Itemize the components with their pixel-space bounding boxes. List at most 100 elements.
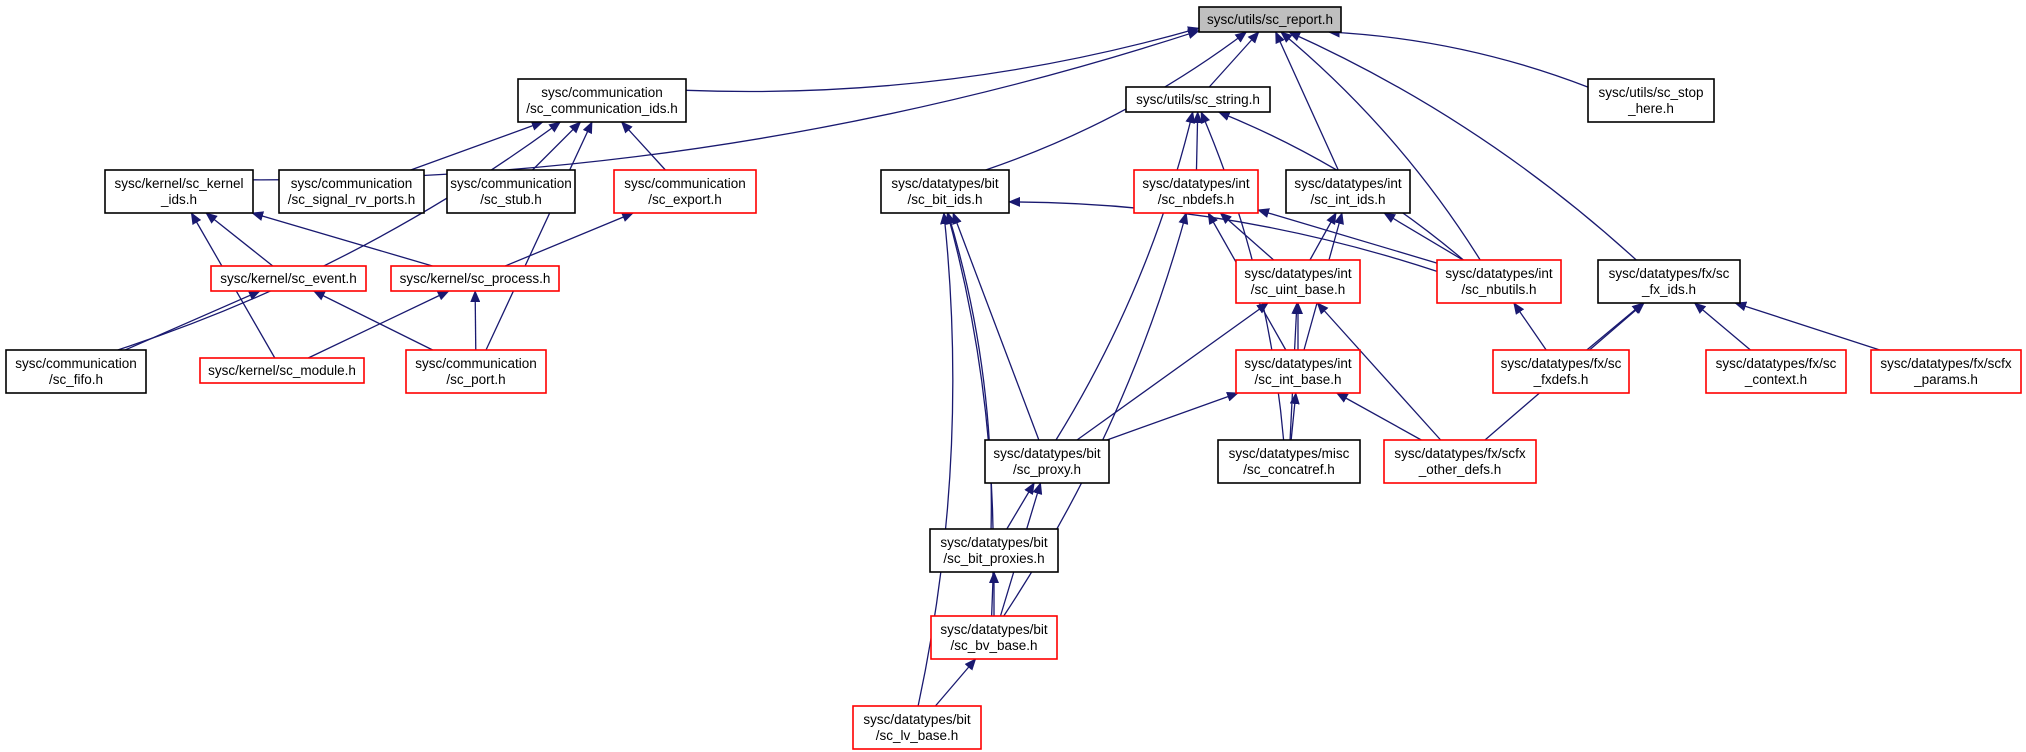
node-sc_stub[interactable]: sysc/communication/sc_stub.h xyxy=(446,169,576,214)
edge-sc_export-to-sc_communication_ids xyxy=(620,121,666,171)
node-label-sc_fifo-0: sysc/communication xyxy=(15,356,137,371)
node-box-sc_bv_base[interactable] xyxy=(930,615,1058,660)
node-box-sc_communication_ids[interactable] xyxy=(517,78,687,123)
node-box-sc_int_base[interactable] xyxy=(1235,349,1361,394)
node-label-sc_module-0: sysc/kernel/sc_module.h xyxy=(208,363,356,378)
node-box-sc_report[interactable] xyxy=(1198,6,1342,33)
node-sc_module[interactable]: sysc/kernel/sc_module.h xyxy=(199,357,365,384)
node-label-sc_stub-1: /sc_stub.h xyxy=(480,192,542,207)
edge-sc_process-to-sc_kernel_ids xyxy=(251,211,433,267)
node-label-sc_kernel_ids-0: sysc/kernel/sc_kernel xyxy=(114,176,243,191)
node-sc_process[interactable]: sysc/kernel/sc_process.h xyxy=(390,265,560,292)
node-label-sc_nbutils-0: sysc/datatypes/int xyxy=(1445,266,1553,281)
node-box-sc_stub[interactable] xyxy=(446,169,576,214)
node-sc_fxdefs[interactable]: sysc/datatypes/fx/sc_fxdefs.h xyxy=(1492,349,1630,394)
node-label-sc_communication_ids-1: /sc_communication_ids.h xyxy=(526,101,678,116)
node-label-sc_int_ids-0: sysc/datatypes/int xyxy=(1294,176,1402,191)
node-sc_string[interactable]: sysc/utils/sc_string.h xyxy=(1125,86,1271,113)
nodes-layer: sysc/utils/sc_report.h sysc/communication… xyxy=(5,6,2022,750)
node-sc_fifo[interactable]: sysc/communication/sc_fifo.h xyxy=(5,349,147,394)
node-sc_context[interactable]: sysc/datatypes/fx/sc_context.h xyxy=(1705,349,1847,394)
node-sc_int_base[interactable]: sysc/datatypes/int/sc_int_base.h xyxy=(1235,349,1361,394)
node-sc_nbdefs[interactable]: sysc/datatypes/int/sc_nbdefs.h xyxy=(1133,169,1259,214)
node-box-sc_port[interactable] xyxy=(405,349,547,394)
node-label-sc_proxy-1: /sc_proxy.h xyxy=(1013,462,1081,477)
node-box-scfx_params[interactable] xyxy=(1870,349,2022,394)
edge-sc_fx_ids-to-sc_report xyxy=(1288,31,1637,261)
node-box-sc_export[interactable] xyxy=(613,169,757,214)
node-box-scfx_other_defs[interactable] xyxy=(1383,439,1537,484)
node-box-sc_module[interactable] xyxy=(199,357,365,384)
node-sc_export[interactable]: sysc/communication/sc_export.h xyxy=(613,169,757,214)
node-box-sc_proxy[interactable] xyxy=(984,439,1110,484)
node-label-sc_export-0: sysc/communication xyxy=(624,176,746,191)
node-sc_port[interactable]: sysc/communication/sc_port.h xyxy=(405,349,547,394)
node-sc_concatref[interactable]: sysc/datatypes/misc/sc_concatref.h xyxy=(1217,439,1361,484)
node-sc_kernel_ids[interactable]: sysc/kernel/sc_kernel_ids.h xyxy=(104,169,254,214)
node-label-sc_stop_here-1: _here.h xyxy=(1627,101,1674,116)
node-box-sc_concatref[interactable] xyxy=(1217,439,1361,484)
node-label-sc_bit_proxies-0: sysc/datatypes/bit xyxy=(940,535,1048,550)
node-sc_report[interactable]: sysc/utils/sc_report.h xyxy=(1198,6,1342,33)
node-label-sc_communication_ids-0: sysc/communication xyxy=(541,85,663,100)
edge-scfx_params-to-sc_fx_ids xyxy=(1734,301,1881,351)
node-box-sc_nbdefs[interactable] xyxy=(1133,169,1259,214)
node-sc_int_ids[interactable]: sysc/datatypes/int/sc_int_ids.h xyxy=(1285,169,1411,214)
node-label-sc_process-0: sysc/kernel/sc_process.h xyxy=(400,271,551,286)
node-box-sc_process[interactable] xyxy=(390,265,560,292)
node-box-sc_int_ids[interactable] xyxy=(1285,169,1411,214)
node-label-sc_fxdefs-0: sysc/datatypes/fx/sc xyxy=(1501,356,1622,371)
node-sc_proxy[interactable]: sysc/datatypes/bit/sc_proxy.h xyxy=(984,439,1110,484)
edge-sc_int_ids-to-sc_report xyxy=(1275,31,1339,171)
node-sc_stop_here[interactable]: sysc/utils/sc_stop_here.h xyxy=(1587,78,1715,123)
node-sc_signal_rv_ports[interactable]: sysc/communication/sc_signal_rv_ports.h xyxy=(278,169,425,214)
node-label-sc_fx_ids-1: _fx_ids.h xyxy=(1641,282,1696,297)
node-sc_communication_ids[interactable]: sysc/communication/sc_communication_ids.… xyxy=(517,78,687,123)
node-label-sc_bit_ids-1: /sc_bit_ids.h xyxy=(907,192,982,207)
node-label-sc_concatref-1: /sc_concatref.h xyxy=(1243,462,1335,477)
node-label-sc_int_ids-1: /sc_int_ids.h xyxy=(1310,192,1385,207)
node-sc_bit_ids[interactable]: sysc/datatypes/bit/sc_bit_ids.h xyxy=(880,169,1010,214)
node-sc_bv_base[interactable]: sysc/datatypes/bit/sc_bv_base.h xyxy=(930,615,1058,660)
edge-sc_port-to-sc_communication_ids xyxy=(485,121,593,351)
node-label-sc_context-1: _context.h xyxy=(1744,372,1807,387)
node-sc_lv_base[interactable]: sysc/datatypes/bit/sc_lv_base.h xyxy=(852,705,982,750)
node-label-sc_uint_base-0: sysc/datatypes/int xyxy=(1244,266,1352,281)
edge-sc_port-to-sc_event xyxy=(312,290,433,351)
node-box-sc_event[interactable] xyxy=(210,265,367,292)
node-box-sc_bit_ids[interactable] xyxy=(880,169,1010,214)
node-label-scfx_params-0: sysc/datatypes/fx/scfx xyxy=(1880,356,2012,371)
node-box-sc_string[interactable] xyxy=(1125,86,1271,113)
node-box-sc_uint_base[interactable] xyxy=(1235,259,1361,304)
edge-sc_bit_proxies-to-sc_proxy xyxy=(1006,482,1035,530)
edge-sc_stop_here-to-sc_report xyxy=(1327,27,1589,88)
edge-sc_nbutils-to-sc_nbdefs xyxy=(1257,208,1438,264)
node-box-sc_fxdefs[interactable] xyxy=(1492,349,1630,394)
edge-sc_fifo-to-sc_communication_ids xyxy=(117,121,562,351)
edge-sc_process-to-sc_export xyxy=(504,212,635,267)
edge-sc_communication_ids-to-sc_report xyxy=(685,26,1200,93)
node-sc_fx_ids[interactable]: sysc/datatypes/fx/sc_fx_ids.h xyxy=(1597,259,1741,304)
node-label-sc_signal_rv_ports-0: sysc/communication xyxy=(291,176,413,191)
node-box-sc_fifo[interactable] xyxy=(5,349,147,394)
node-label-sc_nbdefs-1: /sc_nbdefs.h xyxy=(1158,192,1235,207)
node-box-sc_context[interactable] xyxy=(1705,349,1847,394)
node-box-sc_nbutils[interactable] xyxy=(1436,259,1562,304)
node-box-sc_lv_base[interactable] xyxy=(852,705,982,750)
node-box-sc_signal_rv_ports[interactable] xyxy=(278,169,425,214)
node-sc_uint_base[interactable]: sysc/datatypes/int/sc_uint_base.h xyxy=(1235,259,1361,304)
node-sc_event[interactable]: sysc/kernel/sc_event.h xyxy=(210,265,367,292)
node-sc_nbutils[interactable]: sysc/datatypes/int/sc_nbutils.h xyxy=(1436,259,1562,304)
node-scfx_params[interactable]: sysc/datatypes/fx/scfx_params.h xyxy=(1870,349,2022,394)
node-label-scfx_other_defs-0: sysc/datatypes/fx/scfx xyxy=(1394,446,1526,461)
edge-sc_string-to-sc_report xyxy=(1208,31,1260,88)
edge-scfx_other_defs-to-sc_uint_base xyxy=(1316,302,1442,441)
node-box-sc_kernel_ids[interactable] xyxy=(104,169,254,214)
node-box-sc_stop_here[interactable] xyxy=(1587,78,1715,123)
node-box-sc_bit_proxies[interactable] xyxy=(929,528,1059,573)
node-scfx_other_defs[interactable]: sysc/datatypes/fx/scfx_other_defs.h xyxy=(1383,439,1537,484)
edge-sc_kernel_ids-to-sc_report xyxy=(252,29,1200,181)
node-box-sc_fx_ids[interactable] xyxy=(1597,259,1741,304)
node-sc_bit_proxies[interactable]: sysc/datatypes/bit/sc_bit_proxies.h xyxy=(929,528,1059,573)
